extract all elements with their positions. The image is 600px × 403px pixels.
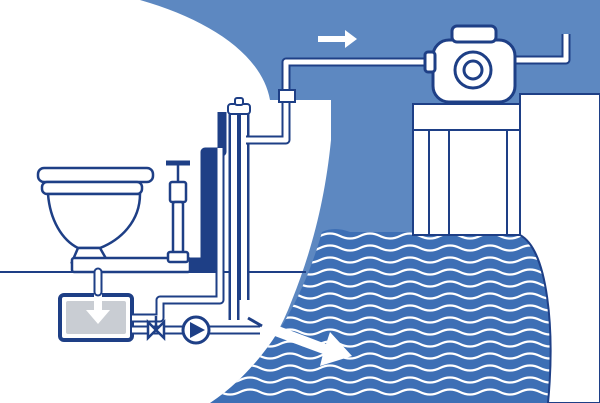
vented-loop-icon [227,97,251,115]
holding-tank-icon [58,293,134,342]
deck-housing [412,103,521,236]
discharge-pipe-end [247,316,263,328]
macerator-pump-icon [181,315,211,345]
three-way-valve-icon [146,316,166,342]
hand-pump-icon [166,160,190,264]
deck-pump-icon [423,24,517,104]
deck-flow-arrow-icon [318,30,357,48]
toilet-icon [36,166,192,274]
tank-inflow-arrow-icon [86,294,110,324]
overboard-discharge-arrow-icon [264,322,352,366]
deck-fitting [278,89,296,103]
